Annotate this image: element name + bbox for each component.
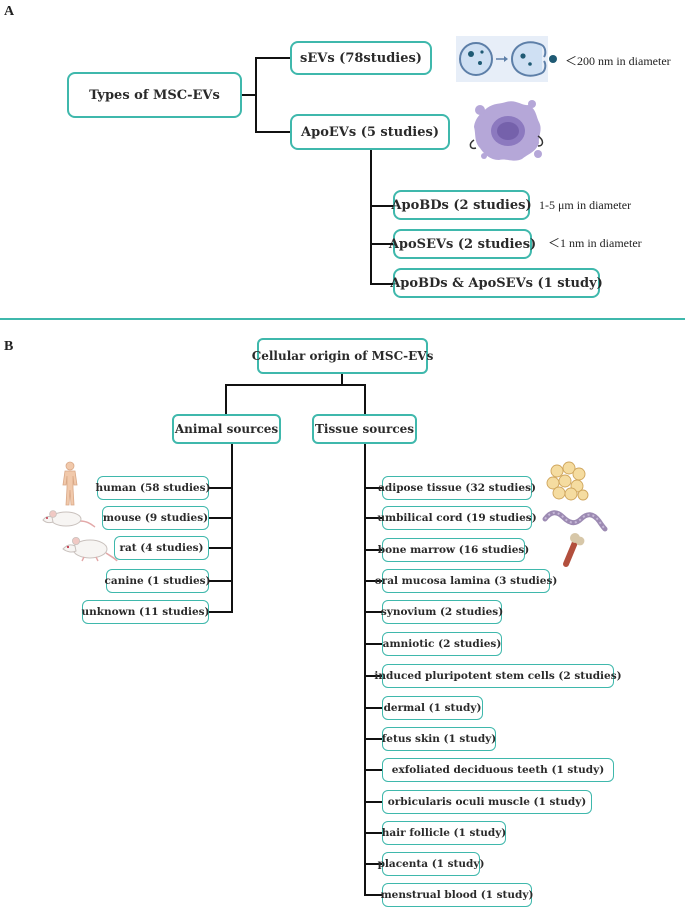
connector xyxy=(364,444,366,896)
animal-source-item: unknown (11 studies) xyxy=(81,600,210,624)
aposevs-box: ApoSEVs (2 studies) xyxy=(389,229,536,259)
connector xyxy=(255,131,290,133)
umbilical-cord-icon xyxy=(542,510,608,532)
connector xyxy=(364,894,382,896)
tissue-sources-box: Tissue sources xyxy=(312,414,417,444)
apoptotic-cell-icon xyxy=(469,100,544,161)
connector xyxy=(364,643,382,645)
animal-source-item: rat (4 studies) xyxy=(114,536,209,560)
tissue-source-item: dermal (1 study) xyxy=(382,696,483,720)
sevs-size-note: ＜200 nm in diameter xyxy=(565,54,671,68)
tissue-source-item: induced pluripotent stem cells (2 studie… xyxy=(374,664,622,688)
connector xyxy=(364,675,382,677)
connector xyxy=(364,769,382,771)
tissue-source-item: fetus skin (1 study) xyxy=(382,727,496,751)
panel-b-letter: B xyxy=(4,339,14,354)
connector xyxy=(209,487,232,489)
connector xyxy=(209,517,232,519)
apoevs-box: ApoEVs (5 studies) xyxy=(290,114,450,150)
animal-source-item: canine (1 studies) xyxy=(105,569,211,593)
connector xyxy=(370,283,393,285)
connector xyxy=(255,57,257,132)
tissue-source-item: bone marrow (16 studies) xyxy=(378,538,529,562)
tissue-source-item: placenta (1 study) xyxy=(378,852,484,876)
connector xyxy=(242,94,256,96)
connector xyxy=(364,517,382,519)
connector xyxy=(370,205,393,207)
apobds-box: ApoBDs (2 studies) xyxy=(391,190,532,220)
rat-icon xyxy=(62,537,118,562)
animal-sources-box: Animal sources xyxy=(172,414,281,444)
apobds-size-note: 1-5 μm in diameter xyxy=(539,198,632,212)
tissue-source-item: umbilical cord (19 studies) xyxy=(377,506,537,530)
connector xyxy=(364,707,382,709)
animal-source-item: mouse (9 studies) xyxy=(102,506,209,530)
connector xyxy=(364,384,366,414)
connector xyxy=(209,547,232,549)
human-body-icon xyxy=(62,461,78,506)
bone-marrow-icon xyxy=(563,533,585,567)
connector xyxy=(370,243,393,245)
connector xyxy=(364,801,382,803)
tissue-source-item: amniotic (2 studies) xyxy=(382,632,502,656)
connector xyxy=(364,832,382,834)
connector xyxy=(225,384,227,414)
types-of-msc-evs-box: Types of MSC-EVs xyxy=(67,72,242,118)
tissue-source-item: oral mucosa lamina (3 studies) xyxy=(375,569,557,593)
cellular-origin-box: Cellular origin of MSC-EVs xyxy=(252,338,433,374)
connector xyxy=(231,444,233,613)
connector xyxy=(255,57,290,59)
connector xyxy=(341,374,343,385)
connector xyxy=(364,863,382,865)
mouse-icon xyxy=(42,510,96,528)
connector xyxy=(225,384,365,386)
apobds-aposevs-box: ApoBDs & ApoSEVs (1 study) xyxy=(390,268,603,298)
animal-source-item: human (58 studies) xyxy=(96,476,211,500)
tissue-source-item: adipose tissue (32 studies) xyxy=(378,476,536,500)
connector xyxy=(209,611,232,613)
section-divider xyxy=(0,318,685,320)
tissue-source-item: menstrual blood (1 study) xyxy=(381,883,533,907)
connector xyxy=(364,487,382,489)
adipose-tissue-icon xyxy=(546,461,589,501)
connector xyxy=(364,611,382,613)
connector xyxy=(370,150,372,284)
sevs-box: sEVs (78studies) xyxy=(290,41,432,75)
tissue-source-item: exfoliated deciduous teeth (1 study) xyxy=(382,758,614,782)
tissue-source-item: hair follicle (1 study) xyxy=(382,821,506,845)
aposevs-size-note: ＜1 nm in diameter xyxy=(548,236,642,250)
connector xyxy=(364,580,382,582)
vesicle-release-icon xyxy=(456,36,557,82)
tissue-source-item: orbicularis oculi muscle (1 study) xyxy=(382,790,592,814)
connector xyxy=(364,738,382,740)
tissue-source-item: synovium (2 studies) xyxy=(381,600,503,624)
panel-a-letter: A xyxy=(4,4,15,19)
connector xyxy=(209,580,232,582)
connector xyxy=(364,549,382,551)
